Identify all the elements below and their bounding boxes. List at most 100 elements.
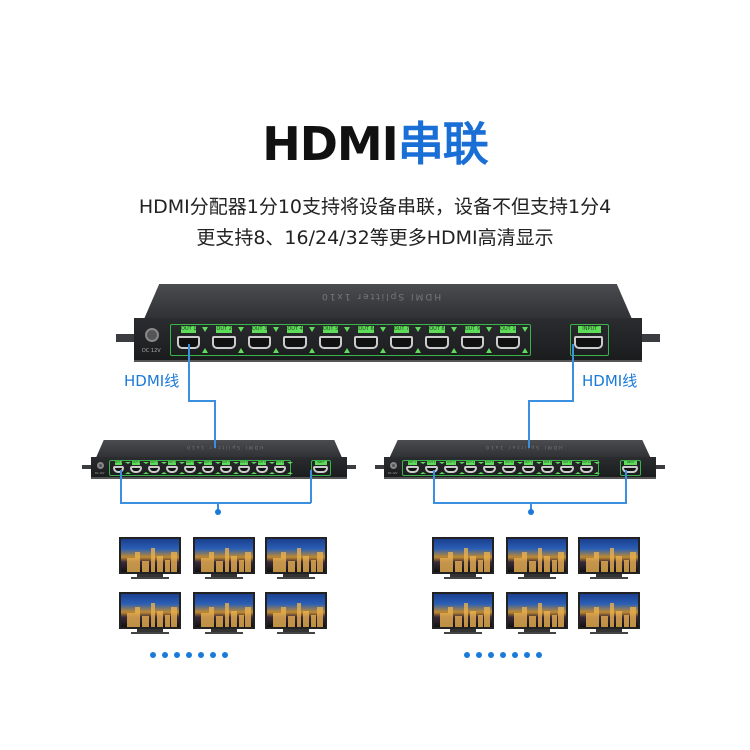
- tv-monitor: [432, 592, 494, 637]
- port-label: OUT 10: [275, 461, 284, 465]
- tv-stand: [524, 629, 550, 632]
- arrow-down-icon: [419, 461, 426, 464]
- ellipsis-dot: [536, 652, 542, 658]
- tv-stand: [137, 629, 163, 632]
- tv-stand: [596, 574, 622, 577]
- city-building: [558, 607, 564, 627]
- cable-label-left: HDMI线: [124, 372, 180, 390]
- title-hdmi: HDMI: [262, 117, 399, 171]
- city-building: [522, 552, 527, 572]
- city-building: [273, 558, 281, 572]
- cable-line: [528, 400, 574, 402]
- arrow-up-icon: [143, 472, 150, 474]
- hdmi-output-port: [425, 336, 449, 349]
- ellipsis-dot: [524, 652, 530, 658]
- port-label: OUT 2: [426, 461, 437, 465]
- tv-screen: [432, 592, 494, 629]
- city-building: [529, 561, 536, 572]
- city-building: [616, 556, 622, 572]
- hdmi-input-port: [574, 336, 604, 349]
- city-building: [225, 548, 229, 572]
- hdmi-output-port: [255, 466, 268, 473]
- arrow-down-icon: [516, 461, 523, 464]
- port-label: OUT 1: [181, 326, 197, 333]
- output-group: [402, 460, 599, 476]
- city-building: [297, 548, 301, 572]
- tv-stand: [211, 574, 237, 577]
- arrow-up-icon: [497, 472, 504, 474]
- tv-stand: [211, 629, 237, 632]
- hdmi-output-port: [273, 466, 286, 473]
- hdmi-output-port: [502, 466, 516, 473]
- arrow-down-icon: [458, 461, 465, 464]
- hdmi-output-port: [354, 336, 378, 349]
- city-building: [209, 607, 214, 627]
- city-building: [245, 552, 251, 572]
- arrow-up-icon: [450, 348, 457, 353]
- tv-stand: [450, 574, 476, 577]
- device-name: HDMI Splitter 1x10: [483, 443, 563, 449]
- tv-screen: [119, 537, 181, 574]
- input-group: [311, 460, 331, 476]
- tv-monitor: [506, 537, 568, 582]
- tv-monitor: [578, 537, 640, 582]
- city-building: [225, 603, 229, 627]
- device-name: HDMI Splitter 1x10: [184, 443, 264, 449]
- hdmi-output-port: [444, 466, 458, 473]
- city-building: [157, 611, 163, 627]
- tv-base: [444, 632, 482, 634]
- tv-base: [131, 632, 169, 634]
- input-label: INPUT: [624, 461, 638, 465]
- hdmi-output-port: [283, 336, 307, 349]
- city-building: [216, 561, 223, 572]
- arrow-down-icon: [555, 461, 562, 464]
- city-building: [484, 552, 490, 572]
- ellipsis-dot: [210, 652, 216, 658]
- city-building: [165, 560, 170, 572]
- port-label: OUT 3: [251, 326, 268, 333]
- ellipsis-dot: [512, 652, 518, 658]
- hdmi-output-port: [202, 466, 214, 473]
- city-building: [201, 558, 209, 572]
- cable-label-right: HDMI线: [582, 372, 638, 390]
- tv-base: [590, 577, 628, 579]
- cable-line: [214, 400, 216, 448]
- power-jack: [145, 328, 159, 342]
- tv-stand: [524, 574, 550, 577]
- arrow-down-icon: [286, 461, 293, 464]
- cable-line: [625, 470, 627, 503]
- arrow-down-icon: [202, 327, 209, 332]
- power-label: DC 12V: [95, 472, 105, 475]
- arrow-down-icon: [268, 461, 275, 464]
- port-label: OUT 3: [150, 461, 159, 465]
- cable-line: [433, 470, 435, 503]
- connection-dot: [215, 509, 221, 515]
- city-building: [303, 556, 309, 572]
- port-label: OUT 8: [239, 461, 248, 465]
- city-building: [245, 607, 251, 627]
- hdmi-output-port: [389, 336, 414, 349]
- arrow-down-icon: [143, 461, 150, 464]
- arrow-up-icon: [237, 348, 244, 353]
- hdmi-output-port: [112, 466, 125, 473]
- input-group: [570, 324, 610, 356]
- tv-stand: [450, 629, 476, 632]
- tv-screen: [578, 592, 640, 629]
- arrow-up-icon: [486, 348, 493, 353]
- arrow-up-icon: [516, 472, 523, 474]
- ellipsis-dot: [150, 652, 156, 658]
- input-label: INPUT: [578, 326, 602, 333]
- city-building: [601, 561, 608, 572]
- ellipsis-dot: [186, 652, 192, 658]
- port-label: OUT 5: [322, 326, 339, 333]
- cable-line: [572, 344, 574, 401]
- tv-base: [590, 632, 628, 634]
- city-building: [529, 616, 536, 627]
- city-building: [440, 558, 448, 572]
- input-label: INPUT: [315, 461, 327, 465]
- connection-dot: [528, 509, 534, 515]
- city-building: [297, 603, 301, 627]
- arrow-up-icon: [439, 472, 446, 474]
